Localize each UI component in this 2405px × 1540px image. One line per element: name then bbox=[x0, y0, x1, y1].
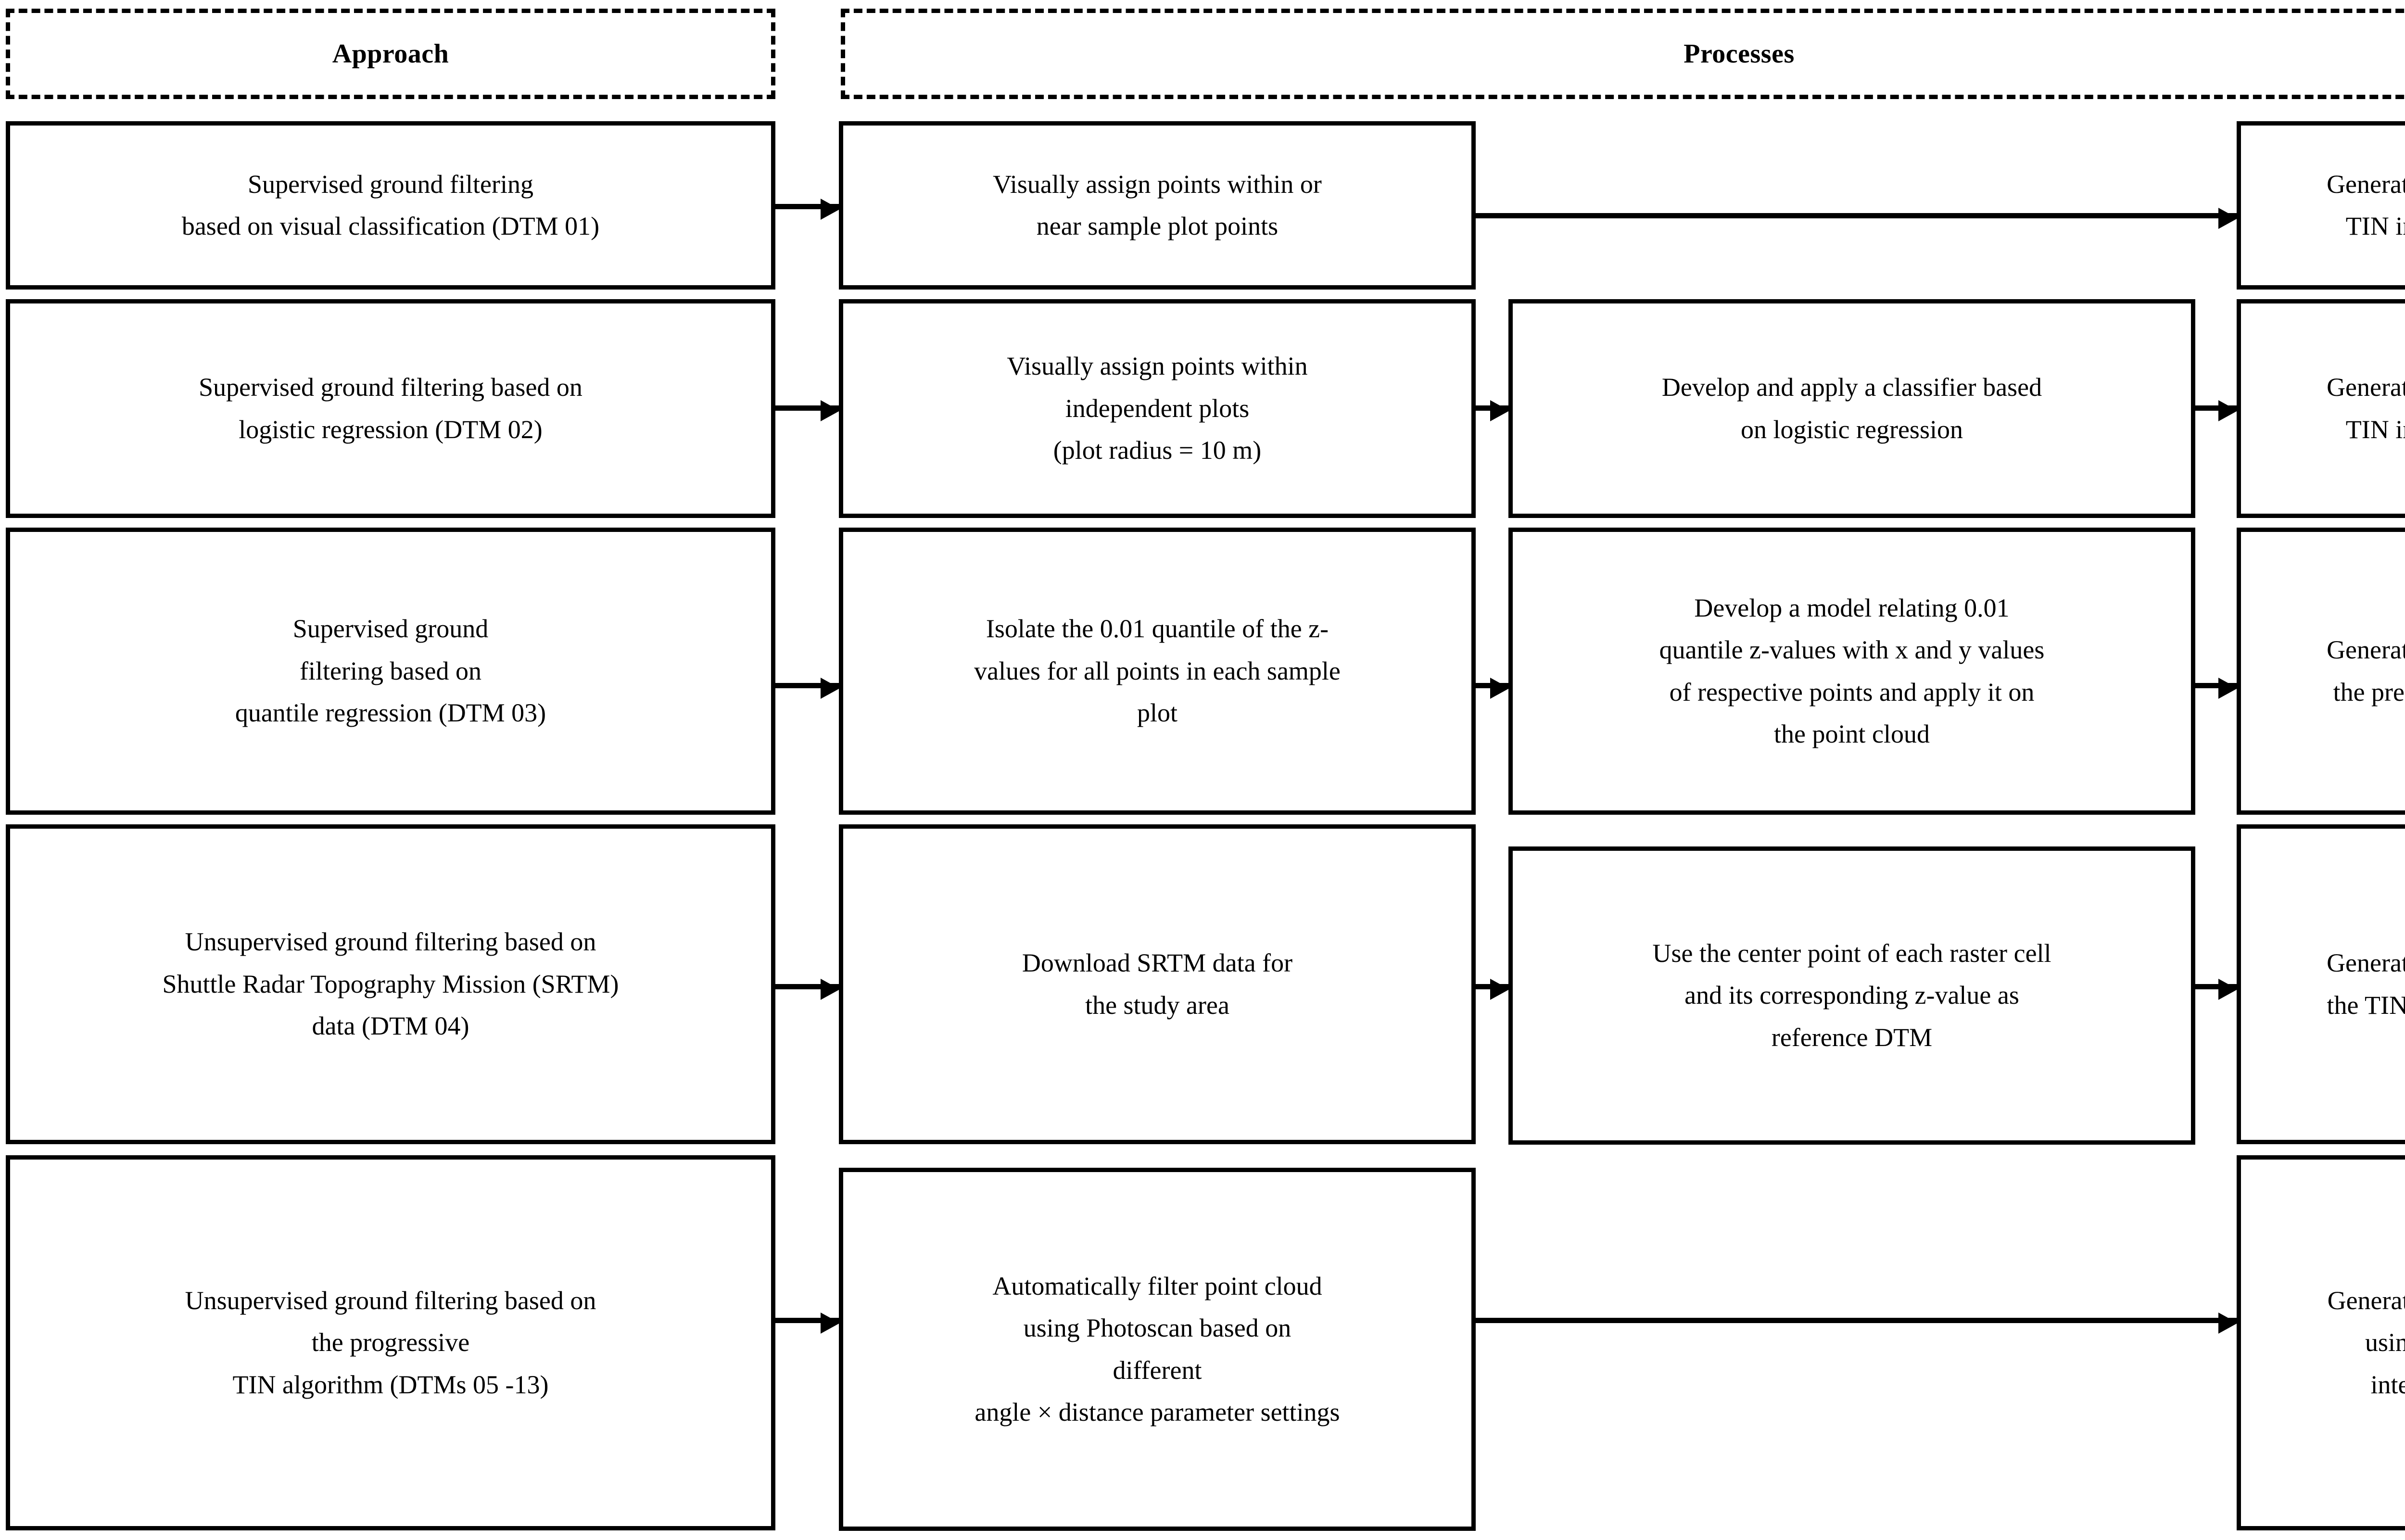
process-line: different bbox=[1113, 1355, 1202, 1385]
approach-line: based on visual classification (DTM 01) bbox=[181, 212, 600, 240]
process-line: near sample plot points bbox=[1036, 212, 1278, 240]
process-line: on logistic regression bbox=[1741, 415, 1963, 444]
approach-line: Unsupervised ground filtering based on bbox=[185, 1286, 596, 1315]
arrow-approach-to-process1-row1 bbox=[775, 199, 840, 220]
process-line: Generate nine DTMs bbox=[2327, 1286, 2405, 1315]
process-line: quantile z-values with x and y values bbox=[1659, 635, 2045, 665]
process-line: the predicted values bbox=[2333, 677, 2405, 707]
process-line: Use the center point of each raster cell bbox=[1652, 938, 2051, 968]
approach-box-dtm-04[interactable]: Unsupervised ground filtering based on S… bbox=[6, 824, 775, 1144]
arrow-process1-to-process2-row3 bbox=[1476, 678, 1509, 699]
process-line: the TIN interpolation bbox=[2327, 990, 2405, 1020]
approach-line: data (DTM 04) bbox=[312, 1011, 469, 1041]
process1-box-dtm-01[interactable]: Visually assign points within or near sa… bbox=[839, 121, 1476, 290]
approach-line: quantile regression (DTM 03) bbox=[235, 698, 546, 728]
process-line: values for all points in each sample bbox=[974, 656, 1341, 685]
process1-box-dtm-02[interactable]: Visually assign points within independen… bbox=[839, 299, 1476, 518]
arrow-process1-to-process3-row5 bbox=[1476, 1313, 2238, 1334]
process-line: Visually assign points within bbox=[1007, 352, 1308, 381]
approach-line: Supervised ground filtering bbox=[248, 169, 533, 199]
process-line: reference DTM bbox=[1771, 1022, 1933, 1052]
approach-box-dtm-05-13[interactable]: Unsupervised ground filtering based on t… bbox=[6, 1155, 775, 1530]
arrow-approach-to-process1-row2 bbox=[775, 400, 840, 421]
process-line: Generate DTM using bbox=[2327, 948, 2405, 978]
arrow-process2-to-process3-row3 bbox=[2195, 678, 2238, 699]
process-line: Visually assign points within or bbox=[993, 169, 1322, 199]
process2-box-dtm-04[interactable]: Use the center point of each raster cell… bbox=[1508, 846, 2195, 1145]
arrow-process1-to-process2-row4 bbox=[1476, 979, 1509, 1000]
arrow-process1-to-process3-row1 bbox=[1476, 208, 2238, 229]
approach-box-dtm-03[interactable]: Supervised ground filtering based on qua… bbox=[6, 528, 775, 815]
process-line: Isolate the 0.01 quantile of the z- bbox=[986, 614, 1329, 644]
process-line: plot bbox=[1137, 698, 1177, 728]
approach-line: filtering based on bbox=[300, 656, 481, 685]
approach-line: Supervised ground bbox=[292, 614, 489, 644]
process-line: angle × distance parameter settings bbox=[975, 1397, 1340, 1426]
process3-box-dtm-02[interactable]: Generate DTM using TIN interpolation bbox=[2237, 299, 2405, 518]
approach-line: Supervised ground filtering based on bbox=[199, 373, 582, 402]
approach-line: Shuttle Radar Topography Mission (SRTM) bbox=[162, 969, 619, 998]
process-line: TIN interpolation bbox=[2345, 212, 2405, 240]
process3-box-dtm-05-13[interactable]: Generate nine DTMs using the TIN interpo… bbox=[2237, 1155, 2405, 1530]
process-line: and its corresponding z-value as bbox=[1684, 981, 2019, 1010]
process-line: independent plots bbox=[1065, 393, 1250, 423]
approach-line: the progressive bbox=[311, 1328, 470, 1357]
process-line: Develop and apply a classifier based bbox=[1661, 373, 2042, 402]
process-line: interpolation bbox=[2370, 1370, 2405, 1399]
process-line: Automatically filter point cloud bbox=[992, 1271, 1322, 1300]
process-line: Download SRTM data for bbox=[1022, 948, 1293, 978]
arrow-approach-to-process1-row3 bbox=[775, 678, 840, 699]
process-line: using the TIN bbox=[2365, 1328, 2405, 1357]
approach-line: Unsupervised ground filtering based on bbox=[185, 927, 596, 957]
process-line: the point cloud bbox=[1774, 719, 1930, 748]
approach-box-dtm-01[interactable]: Supervised ground filtering based on vis… bbox=[6, 121, 775, 290]
process1-box-dtm-04[interactable]: Download SRTM data for the study area bbox=[839, 824, 1476, 1144]
process1-box-dtm-03[interactable]: Isolate the 0.01 quantile of the z- valu… bbox=[839, 528, 1476, 815]
process3-box-dtm-01[interactable]: Generate DTM using TIN interpolation bbox=[2237, 121, 2405, 290]
approach-box-dtm-02[interactable]: Supervised ground filtering based on log… bbox=[6, 299, 775, 518]
process-line: (plot radius = 10 m) bbox=[1053, 436, 1262, 465]
process-line: Generate DTM using bbox=[2327, 373, 2405, 402]
process-line: Generate DTM using bbox=[2327, 169, 2405, 199]
process-line: Generate DTM using bbox=[2327, 635, 2405, 665]
process-line: TIN interpolation bbox=[2345, 415, 2405, 444]
header-processes: Processes bbox=[841, 9, 2405, 99]
process1-box-dtm-05-13[interactable]: Automatically filter point cloud using P… bbox=[839, 1168, 1476, 1531]
process2-box-dtm-02[interactable]: Develop and apply a classifier based on … bbox=[1508, 299, 2195, 518]
arrow-process1-to-process2-row2 bbox=[1476, 400, 1509, 421]
process-line: of respective points and apply it on bbox=[1669, 677, 2035, 707]
arrow-process2-to-process3-row2 bbox=[2195, 400, 2238, 421]
arrow-approach-to-process1-row5 bbox=[775, 1313, 840, 1334]
process3-box-dtm-03[interactable]: Generate DTM using the predicted values bbox=[2237, 528, 2405, 815]
process-line: using Photoscan based on bbox=[1023, 1313, 1291, 1343]
arrow-approach-to-process1-row4 bbox=[775, 979, 840, 1000]
process-line: the study area bbox=[1085, 990, 1229, 1020]
approach-line: TIN algorithm (DTMs 05 -13) bbox=[232, 1370, 549, 1399]
arrow-process2-to-process3-row4 bbox=[2195, 979, 2238, 1000]
process2-box-dtm-03[interactable]: Develop a model relating 0.01 quantile z… bbox=[1508, 528, 2195, 815]
process-line: Develop a model relating 0.01 bbox=[1694, 593, 2010, 622]
approach-line: logistic regression (DTM 02) bbox=[239, 415, 543, 444]
process3-box-dtm-04[interactable]: Generate DTM using the TIN interpolation bbox=[2237, 824, 2405, 1144]
header-approach: Approach bbox=[6, 9, 775, 99]
